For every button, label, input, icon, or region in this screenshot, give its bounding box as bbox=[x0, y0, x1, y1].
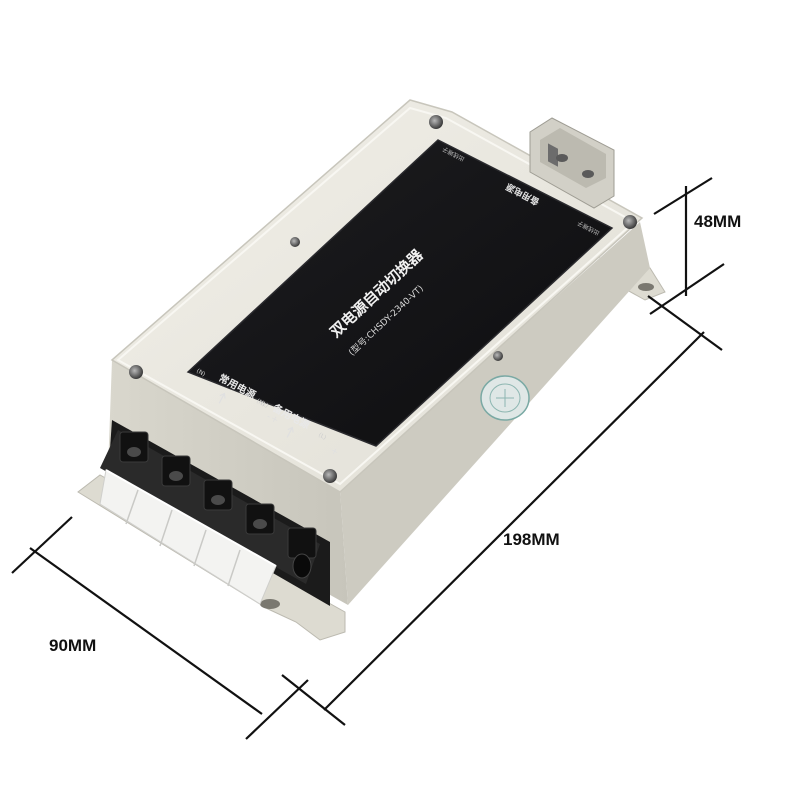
screw-icon bbox=[493, 351, 503, 361]
screw-icon bbox=[429, 115, 443, 129]
housing-screws bbox=[129, 115, 637, 483]
screw-icon bbox=[127, 447, 141, 457]
minus-sign-2: - bbox=[265, 412, 273, 422]
mount-hole-icon bbox=[260, 599, 280, 609]
dimension-lines bbox=[11, 177, 725, 740]
plus-sign: + bbox=[269, 414, 280, 426]
height-tick-top bbox=[653, 177, 713, 215]
screw-icon bbox=[323, 469, 337, 483]
screw-icon bbox=[253, 519, 267, 529]
terminal-l-label-2: (L) bbox=[317, 432, 327, 442]
rear-terminal-block bbox=[529, 117, 615, 209]
minus-sign: - bbox=[207, 380, 215, 390]
screw-icon bbox=[290, 237, 300, 247]
screw-icon bbox=[556, 154, 568, 162]
height-dimension-label: 48MM bbox=[694, 212, 742, 231]
qc-sticker-icon bbox=[480, 375, 530, 421]
length-tick-top bbox=[647, 295, 723, 351]
mount-hole-icon bbox=[638, 283, 654, 291]
width-dimension-line bbox=[29, 547, 263, 715]
length-dimension-line bbox=[323, 331, 705, 711]
label-panel: 双电源自动切换器 (型号:CHSDY-2340-VT) 常用电源 备用电源 (N… bbox=[186, 139, 614, 458]
screw-icon bbox=[129, 365, 143, 379]
terminal-screws bbox=[127, 447, 312, 579]
cable-entry-hole-icon bbox=[292, 553, 312, 579]
width-tick-right bbox=[245, 679, 309, 740]
plus-sign-2: + bbox=[329, 446, 340, 458]
length-tick-bottom bbox=[281, 674, 346, 726]
width-dimension-label: 90MM bbox=[49, 636, 97, 655]
screw-icon bbox=[169, 471, 183, 481]
terminal-n-label: (N) bbox=[195, 368, 206, 378]
arrow-up-icon bbox=[286, 426, 294, 438]
screw-icon bbox=[623, 215, 637, 229]
arrow-up-icon bbox=[218, 392, 226, 404]
front-terminal-block bbox=[99, 420, 330, 606]
terminal-l-label: (L) bbox=[259, 400, 269, 410]
terminal-n-label-2: (N) bbox=[255, 398, 266, 408]
width-tick-left bbox=[11, 516, 73, 574]
screw-icon bbox=[211, 495, 225, 505]
length-dimension-label: 198MM bbox=[503, 530, 560, 549]
screw-icon bbox=[582, 170, 594, 178]
